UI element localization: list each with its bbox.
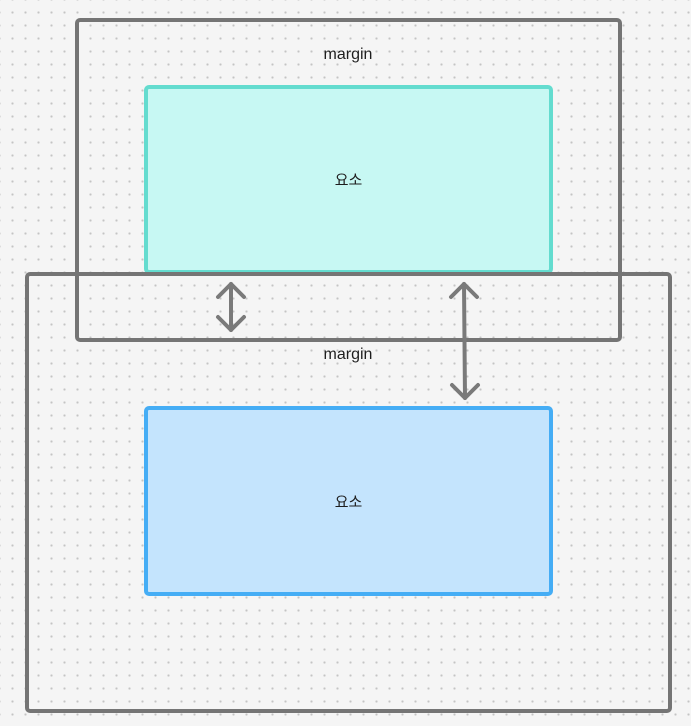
top-margin-label: margin [323, 46, 373, 63]
top-element-box: 요소 [144, 85, 553, 274]
bottom-element-label: 요소 [334, 492, 363, 511]
top-element-label: 요소 [334, 171, 363, 189]
top-margin-box [75, 18, 622, 342]
bottom-margin-box [25, 272, 672, 713]
bottom-margin-label: margin [323, 346, 373, 363]
bottom-element-box: 요소 [144, 406, 553, 596]
